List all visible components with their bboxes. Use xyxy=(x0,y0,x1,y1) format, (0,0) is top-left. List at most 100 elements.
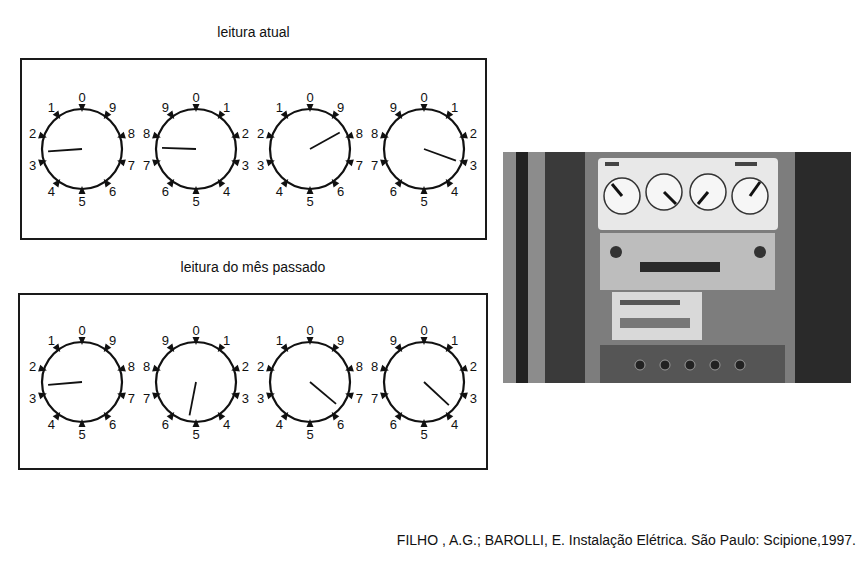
dial-face xyxy=(38,337,126,427)
pole-shadow xyxy=(516,152,528,383)
dial-digit: 3 xyxy=(29,392,36,405)
dial-digit: 6 xyxy=(337,185,344,198)
dial-digit: 4 xyxy=(48,418,55,431)
dial-digit: 2 xyxy=(470,126,477,139)
dial-digit: 1 xyxy=(223,333,230,346)
dial-digit: 7 xyxy=(143,159,150,172)
indicator xyxy=(754,246,766,258)
dial-pointer xyxy=(162,148,196,149)
dial-digit: 3 xyxy=(470,159,477,172)
dial-digit: 4 xyxy=(223,185,230,198)
dial-digit: 9 xyxy=(109,100,116,113)
photo-pointer xyxy=(750,182,760,196)
dial-digit: 0 xyxy=(306,324,313,337)
dial-pointer xyxy=(190,382,196,415)
dial-digit: 4 xyxy=(223,418,230,431)
dial-digit: 7 xyxy=(128,159,135,172)
dial-digit: 7 xyxy=(143,392,150,405)
dial-digit: 8 xyxy=(143,126,150,139)
dial-digit: 2 xyxy=(29,359,36,372)
dial-digit: 6 xyxy=(162,185,169,198)
photo-dial xyxy=(690,174,726,210)
photo-dial xyxy=(732,178,768,214)
photo-shadow xyxy=(795,152,851,383)
dial-digit: 2 xyxy=(257,126,264,139)
plate-mark xyxy=(620,318,690,328)
label-plate xyxy=(612,292,702,340)
dial-digit: 5 xyxy=(420,428,427,441)
dial-face xyxy=(266,337,354,427)
dial-digit: 1 xyxy=(451,100,458,113)
dial-digit: 4 xyxy=(451,185,458,198)
terminal-cover xyxy=(600,345,785,383)
dial-digit: 9 xyxy=(337,333,344,346)
photo-dial xyxy=(646,174,682,210)
dial-digit: 3 xyxy=(242,159,249,172)
dial-digit: 1 xyxy=(48,333,55,346)
dial-panel: leitura atual xyxy=(20,58,487,240)
dial-digit: 8 xyxy=(356,359,363,372)
dial-digit: 0 xyxy=(306,91,313,104)
screw xyxy=(685,360,695,370)
dial-digit: 2 xyxy=(257,359,264,372)
dial-digit: 5 xyxy=(192,428,199,441)
panel-heading: leitura atual xyxy=(22,24,485,40)
disc-window xyxy=(640,262,720,272)
dial-digit: 3 xyxy=(29,159,36,172)
photo-pointer xyxy=(612,184,622,196)
dial-face xyxy=(380,104,468,194)
dial-pointer xyxy=(424,382,449,405)
dial-face xyxy=(38,104,126,194)
dial-digit: 6 xyxy=(390,185,397,198)
dial-face xyxy=(380,337,468,427)
dial-digit: 6 xyxy=(390,418,397,431)
middle-plate xyxy=(600,233,775,290)
dial-digit: 7 xyxy=(371,159,378,172)
dial-digit: 0 xyxy=(192,324,199,337)
panel-heading: leitura do mês passado xyxy=(20,259,486,275)
dial-digit: 9 xyxy=(337,100,344,113)
dial-digit: 8 xyxy=(371,126,378,139)
dial-digit: 9 xyxy=(390,333,397,346)
dial-digit: 0 xyxy=(420,91,427,104)
dial-digit: 0 xyxy=(192,91,199,104)
dial-digit: 1 xyxy=(48,100,55,113)
dial-digit: 3 xyxy=(242,392,249,405)
dial-digit: 2 xyxy=(242,126,249,139)
screw xyxy=(635,360,645,370)
dial-digit: 5 xyxy=(420,195,427,208)
dial-pointer xyxy=(310,382,336,404)
dial-digit: 5 xyxy=(306,428,313,441)
dial-digit: 9 xyxy=(390,100,397,113)
dial-digit: 7 xyxy=(356,392,363,405)
dial-digit: 8 xyxy=(143,359,150,372)
dial-pointer xyxy=(48,382,82,385)
dial-digit: 5 xyxy=(78,195,85,208)
dial-digit: 6 xyxy=(109,418,116,431)
dial-digit: 4 xyxy=(276,418,283,431)
dial-digit: 5 xyxy=(78,428,85,441)
plate-mark xyxy=(735,162,757,166)
dial-face xyxy=(152,104,240,194)
dial-digit: 0 xyxy=(78,91,85,104)
source-caption: FILHO , A.G.; BAROLLI, E. Instalação Elé… xyxy=(397,532,856,548)
dial-digit: 3 xyxy=(257,159,264,172)
photo-pointer xyxy=(698,192,708,204)
dial-digit: 8 xyxy=(371,359,378,372)
indicator xyxy=(610,246,622,258)
dial-digit: 3 xyxy=(257,392,264,405)
dial-pointer xyxy=(48,149,82,151)
dials-current xyxy=(38,104,468,194)
photo-dial xyxy=(604,178,640,214)
dial-digit: 6 xyxy=(109,185,116,198)
dial-digit: 9 xyxy=(162,100,169,113)
dial-digit: 5 xyxy=(306,195,313,208)
dial-digit: 9 xyxy=(109,333,116,346)
dial-face xyxy=(266,104,354,194)
dial-digit: 9 xyxy=(162,333,169,346)
dial-pointer xyxy=(310,133,340,149)
dial-digit: 1 xyxy=(451,333,458,346)
meter-body xyxy=(585,152,795,383)
dial-digit: 4 xyxy=(451,418,458,431)
